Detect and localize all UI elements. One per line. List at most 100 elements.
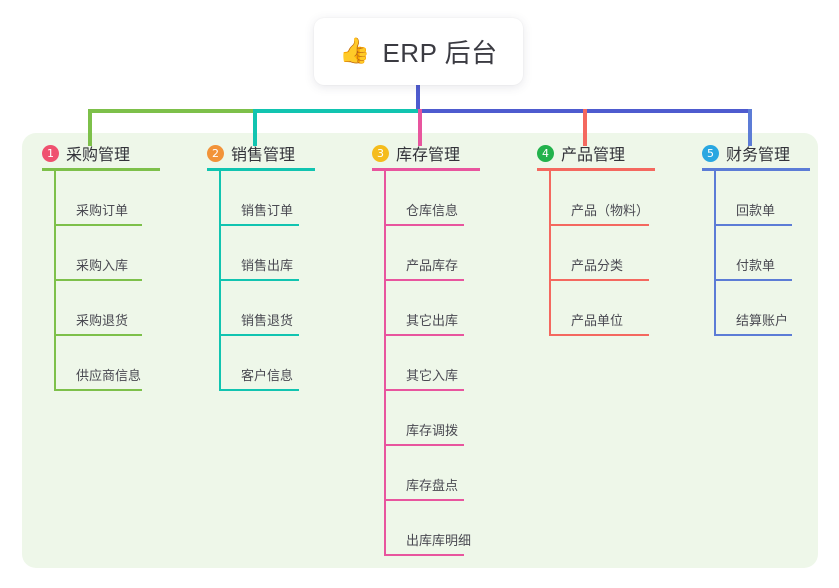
- leaf-label: 付款单: [736, 258, 776, 273]
- leaf-node[interactable]: 结算账户: [714, 281, 792, 336]
- branch-title: 销售管理: [231, 147, 296, 164]
- leaf-node[interactable]: 仓库信息: [384, 171, 464, 226]
- leaf-node[interactable]: 库存调拨: [384, 391, 464, 446]
- branch-header-5[interactable]: 5 财务管理: [702, 141, 790, 165]
- leaf-node[interactable]: 产品分类: [549, 226, 649, 281]
- leaf-label: 产品库存: [406, 258, 459, 273]
- leaf-node[interactable]: 销售退货: [219, 281, 299, 336]
- leaf-label: 采购退货: [76, 313, 129, 328]
- leaf-label: 结算账户: [736, 313, 789, 328]
- branch-drop-1: [88, 109, 92, 146]
- leaf-label: 产品单位: [571, 313, 624, 328]
- branch-item-list: 回款单付款单结算账户: [714, 171, 792, 336]
- branch-spine: [549, 171, 551, 336]
- leaf-underline: [714, 279, 792, 281]
- leaf-label: 销售出库: [241, 258, 294, 273]
- branch-header-4[interactable]: 4 产品管理: [537, 141, 625, 165]
- leaf-underline: [54, 334, 142, 336]
- branch-number-badge: 4: [537, 144, 554, 162]
- leaf-node[interactable]: 采购入库: [54, 226, 142, 281]
- leaf-node[interactable]: 销售出库: [219, 226, 299, 281]
- leaf-underline: [219, 279, 299, 281]
- leaf-underline: [54, 279, 142, 281]
- branch-drop-4: [583, 109, 587, 146]
- leaf-node[interactable]: 库存盘点: [384, 446, 464, 501]
- branch-title: 产品管理: [561, 147, 626, 164]
- leaf-node[interactable]: 其它出库: [384, 281, 464, 336]
- leaf-label: 产品（物料）: [571, 203, 650, 218]
- leaf-node[interactable]: 供应商信息: [54, 336, 142, 391]
- branch-number-badge: 1: [42, 144, 59, 162]
- branch-header-3[interactable]: 3 库存管理: [372, 141, 460, 165]
- branch-spine: [384, 171, 386, 556]
- branch-number-badge: 3: [372, 144, 389, 162]
- branch-number-badge: 5: [702, 144, 719, 162]
- leaf-underline: [384, 334, 464, 336]
- branch-spine: [54, 171, 56, 391]
- leaf-node[interactable]: 采购退货: [54, 281, 142, 336]
- leaf-node[interactable]: 其它入库: [384, 336, 464, 391]
- bus-segment-1: [88, 109, 257, 113]
- branch-underline: [537, 168, 655, 171]
- leaf-label: 库存盘点: [406, 478, 459, 493]
- leaf-label: 供应商信息: [76, 368, 142, 383]
- leaf-label: 出库库明细: [406, 533, 472, 548]
- branch-panel: [22, 133, 818, 568]
- branch-item-list: 产品（物料） 产品分类产品单位: [549, 171, 649, 336]
- root-title: ERP 后台: [382, 38, 498, 68]
- leaf-label: 采购入库: [76, 258, 129, 273]
- branch-title: 库存管理: [396, 147, 461, 164]
- leaf-node[interactable]: 出库库明细: [384, 501, 471, 556]
- leaf-node[interactable]: 客户信息: [219, 336, 299, 391]
- leaf-underline: [54, 224, 142, 226]
- branch-drop-2: [253, 109, 257, 146]
- branch-spine: [714, 171, 716, 336]
- leaf-underline: [54, 389, 142, 391]
- branch-item-list: 仓库信息产品库存其它出库其它入库库存调拨库存盘点出库库明细: [384, 171, 471, 556]
- branch-item-list: 销售订单销售出库销售退货客户信息: [219, 171, 299, 391]
- branch-header-1[interactable]: 1 采购管理: [42, 141, 130, 165]
- leaf-label: 库存调拨: [406, 423, 459, 438]
- leaf-label: 其它入库: [406, 368, 459, 383]
- leaf-node[interactable]: 采购订单: [54, 171, 142, 226]
- leaf-label: 产品分类: [571, 258, 624, 273]
- leaf-underline: [384, 389, 464, 391]
- leaf-label: 仓库信息: [406, 203, 459, 218]
- leaf-node[interactable]: 产品（物料）: [549, 171, 649, 226]
- leaf-node[interactable]: 产品单位: [549, 281, 649, 336]
- branch-underline: [42, 168, 160, 171]
- branch-drop-3: [418, 109, 422, 146]
- branch-number-badge: 2: [207, 144, 224, 162]
- branch-drop-5: [748, 109, 752, 146]
- branch-title: 采购管理: [66, 147, 131, 164]
- leaf-label: 其它出库: [406, 313, 459, 328]
- leaf-label: 销售订单: [241, 203, 294, 218]
- branch-title: 财务管理: [726, 147, 791, 164]
- leaf-underline: [219, 334, 299, 336]
- root-node[interactable]: 👍 ERP 后台: [314, 18, 523, 85]
- root-stem: [416, 85, 420, 111]
- leaf-underline: [549, 334, 649, 336]
- leaf-underline: [219, 224, 299, 226]
- leaf-label: 客户信息: [241, 368, 294, 383]
- leaf-label: 销售退货: [241, 313, 294, 328]
- leaf-underline: [714, 224, 792, 226]
- leaf-underline: [549, 279, 649, 281]
- branch-header-2[interactable]: 2 销售管理: [207, 141, 295, 165]
- leaf-label: 回款单: [736, 203, 776, 218]
- bus-segment-2: [253, 109, 422, 113]
- leaf-underline: [384, 224, 464, 226]
- leaf-node[interactable]: 回款单: [714, 171, 792, 226]
- leaf-node[interactable]: 付款单: [714, 226, 792, 281]
- leaf-underline: [219, 389, 299, 391]
- leaf-underline: [384, 554, 464, 556]
- branch-underline: [702, 168, 810, 171]
- leaf-underline: [714, 334, 792, 336]
- leaf-underline: [384, 499, 464, 501]
- thumbs-up-icon: 👍: [339, 37, 371, 65]
- branch-underline: [207, 168, 315, 171]
- leaf-node[interactable]: 销售订单: [219, 171, 299, 226]
- leaf-underline: [384, 444, 464, 446]
- leaf-node[interactable]: 产品库存: [384, 226, 464, 281]
